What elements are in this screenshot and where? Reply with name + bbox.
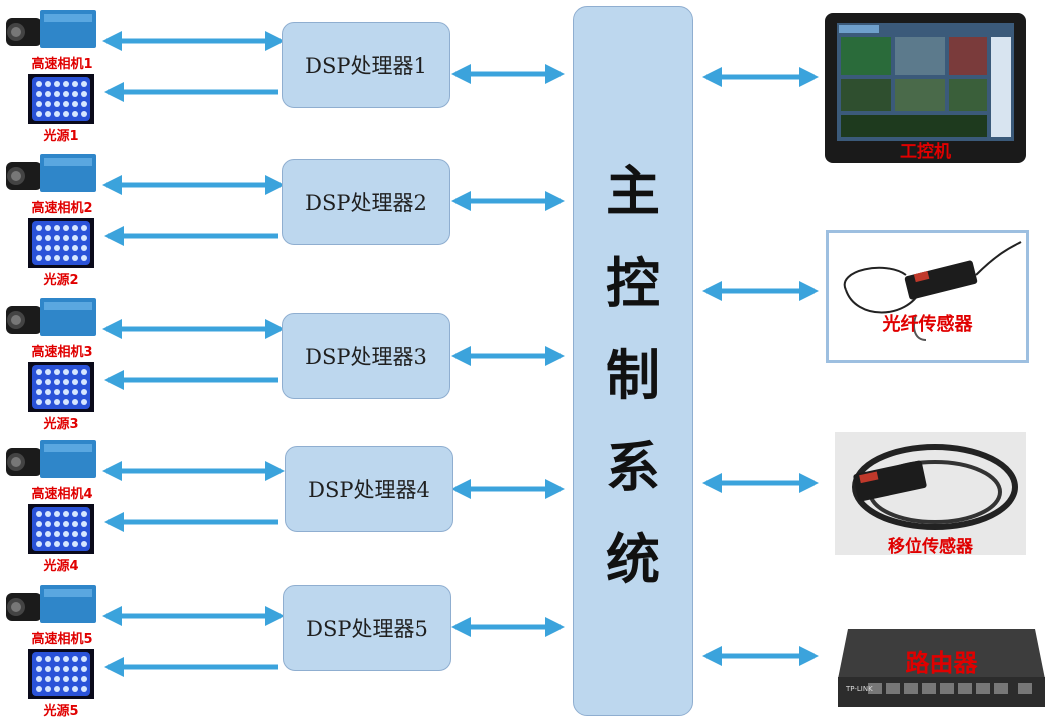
industrial-pc: 工控机 [825, 13, 1026, 163]
router-label: 路由器 [905, 648, 978, 677]
router-brand: TP-LINK [845, 685, 873, 693]
dsp-processor-3: DSP处理器3 [282, 313, 450, 399]
camera-icon [6, 585, 96, 623]
displacement-sensor: 移位传感器 [835, 432, 1026, 557]
camera-icon [6, 440, 96, 478]
light-panel-icon [28, 218, 94, 268]
camera-3-label: 高速相机3 [31, 345, 93, 360]
displacement-sensor-icon [835, 432, 1026, 555]
light-source-2 [28, 218, 94, 268]
router-icon: TP-LINK [838, 629, 1045, 707]
main-char-2: 控 [606, 251, 660, 315]
camera-2-label: 高速相机2 [31, 201, 93, 216]
fiber-sensor-label: 光纤传感器 [882, 314, 973, 335]
light-panel-icon [28, 74, 94, 124]
camera-1-label: 高速相机1 [31, 57, 93, 72]
light-panel-icon [28, 649, 94, 699]
industrial-pc-label: 工控机 [900, 142, 951, 162]
light-source-2-label: 光源2 [43, 273, 79, 288]
camera-icon [6, 298, 96, 336]
light-source-1 [28, 74, 94, 124]
main-char-5: 统 [606, 527, 660, 591]
light-source-3-label: 光源3 [43, 417, 79, 432]
main-char-1: 主 [606, 159, 660, 223]
camera-4 [4, 436, 99, 482]
camera-5-label: 高速相机5 [31, 632, 93, 647]
camera-icon [6, 154, 96, 192]
light-source-4-label: 光源4 [43, 559, 79, 574]
main-control-system: 主 控 制 系 统 [573, 6, 693, 716]
dsp-processor-1: DSP处理器1 [282, 22, 450, 108]
displacement-sensor-label: 移位传感器 [888, 537, 973, 557]
main-char-4: 系 [606, 435, 660, 499]
fiber-sensor: 光纤传感器 [826, 230, 1029, 363]
light-panel-icon [28, 362, 94, 412]
camera-5 [4, 581, 99, 627]
fiber-sensor-icon [826, 230, 1029, 363]
main-char-3: 制 [606, 343, 660, 407]
dsp-processor-5: DSP处理器5 [283, 585, 451, 671]
dsp-processor-4: DSP处理器4 [285, 446, 453, 532]
camera-2 [4, 150, 99, 196]
light-panel-icon [28, 504, 94, 554]
camera-1 [4, 6, 99, 52]
light-source-3 [28, 362, 94, 412]
camera-4-label: 高速相机4 [31, 487, 93, 502]
camera-3 [4, 294, 99, 340]
router: TP-LINK 路由器 [838, 629, 1045, 713]
camera-icon [6, 10, 96, 48]
industrial-pc-icon [825, 13, 1026, 163]
light-source-5 [28, 649, 94, 699]
light-source-1-label: 光源1 [43, 129, 79, 144]
light-source-4 [28, 504, 94, 554]
light-source-5-label: 光源5 [43, 704, 79, 719]
dsp-processor-2: DSP处理器2 [282, 159, 450, 245]
